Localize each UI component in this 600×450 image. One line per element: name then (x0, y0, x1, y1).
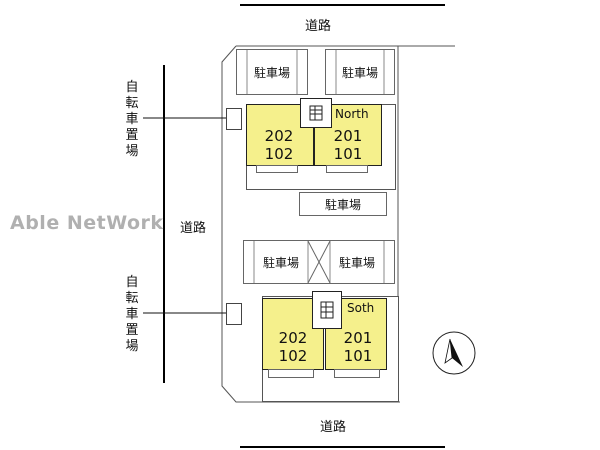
bicycle-rack-lower (226, 303, 242, 325)
parking-label: 駐車場 (341, 66, 378, 80)
left-road-label: 道路 (180, 221, 207, 236)
left-road-line (163, 65, 165, 383)
south-unit-right-lower: 101 (343, 347, 373, 365)
top-road-line (240, 4, 445, 6)
north-building-name: North (335, 107, 369, 121)
south-stair-icon (312, 291, 342, 329)
bicycle-parking-label-lower: 自 転 車 置 場 (125, 275, 139, 354)
parking-label: 駐車場 (262, 256, 299, 270)
north-unit-right-lower: 101 (333, 145, 363, 163)
parking-row-mid: 駐車場 駐車場 (243, 240, 395, 284)
south-balcony-right (334, 369, 380, 378)
south-unit-right-upper: 201 (343, 329, 373, 347)
north-arrow-icon (432, 331, 476, 375)
bicycle-parking-label-upper: 自 転 車 置 場 (125, 80, 139, 159)
watermark-text: Able NetWork (10, 212, 164, 234)
north-unit-left-upper: 202 (264, 127, 294, 145)
parking-label: 駐車場 (338, 256, 375, 270)
north-stair-icon (300, 98, 332, 128)
parking-label: 駐車場 (324, 198, 361, 212)
north-balcony-right (326, 165, 368, 173)
south-balcony-left (268, 369, 314, 378)
top-road-label: 道路 (305, 19, 332, 34)
south-unit-left-lower: 102 (278, 347, 308, 365)
parking-label: 駐車場 (253, 66, 290, 80)
parking-top-left: 駐車場 (236, 49, 308, 95)
parking-top-right: 駐車場 (325, 49, 395, 95)
bottom-road-line (240, 446, 445, 448)
north-unit-right-upper: 201 (333, 127, 363, 145)
bottom-road-label: 道路 (320, 420, 347, 435)
north-unit-left-lower: 102 (264, 145, 294, 163)
south-building-name: Soth (347, 301, 375, 315)
north-balcony-left (256, 165, 298, 173)
south-unit-left-upper: 202 (278, 329, 308, 347)
parking-middle: 駐車場 (299, 192, 387, 216)
bicycle-rack-upper (226, 108, 242, 130)
